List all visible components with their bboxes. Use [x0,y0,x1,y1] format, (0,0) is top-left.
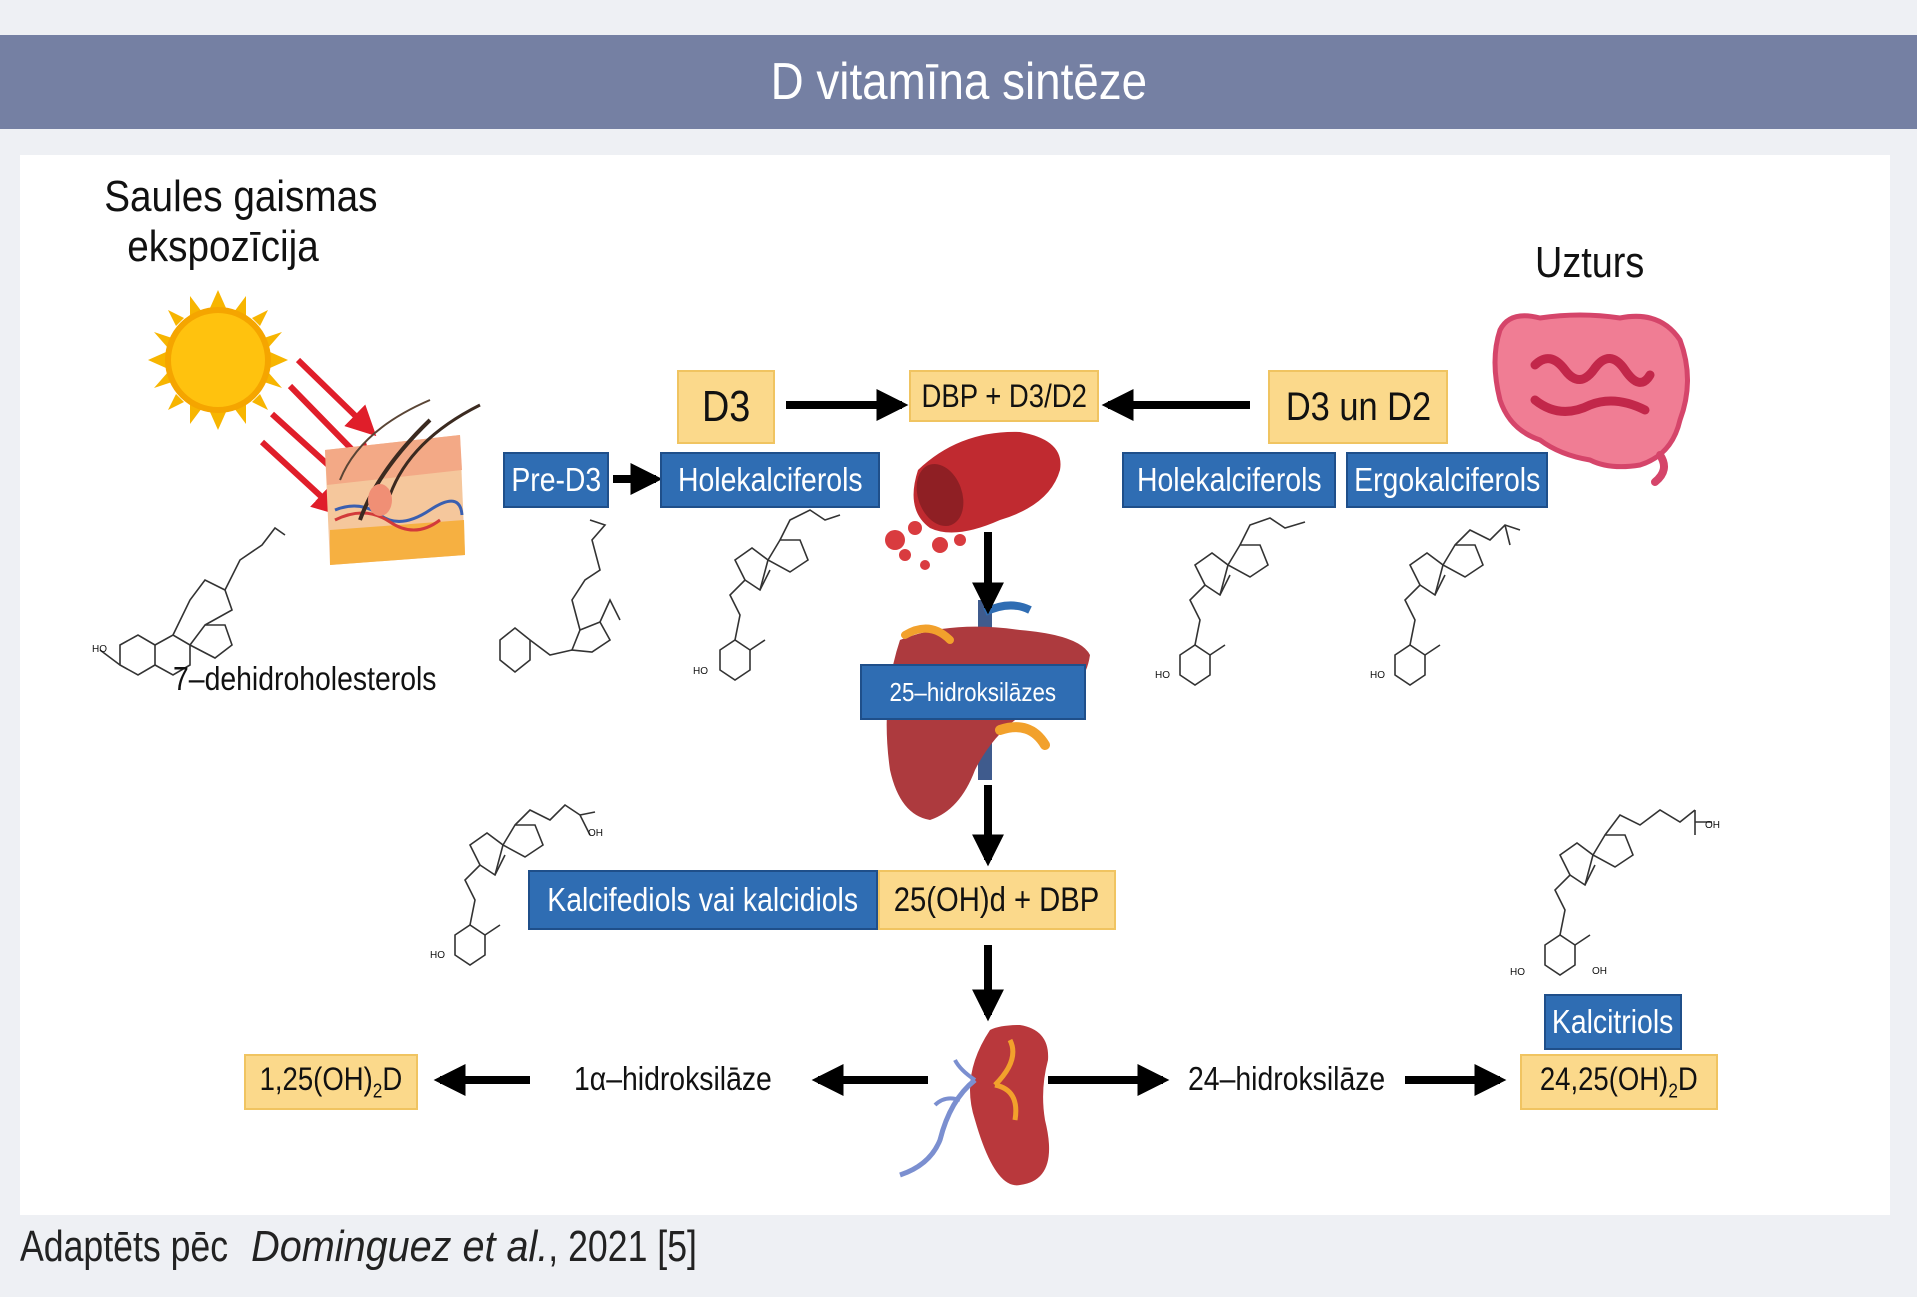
ho-label-4: HO [1370,670,1385,681]
product-1-25-oh2d: 1,25(OH)2D [244,1054,418,1110]
skin-icon [325,399,481,565]
diet-label: Uzturs [1535,238,1645,287]
flow-arrows [433,389,1507,1096]
molecule-ergocalciferol [1394,524,1521,686]
d3-box: D3 [677,370,775,444]
ho-label-5: HO [430,950,445,961]
dbp-d3-d2-box: DBP + D3/D2 [909,370,1099,422]
ho-label-2: HO [693,666,708,677]
sunlight-label-line1: Saules gaismas [104,172,378,221]
sun-icon [148,290,288,430]
kidney-icon [899,1025,1050,1186]
intestine-icon [1492,312,1690,486]
ergocalciferol-box: Ergokalciferols [1346,452,1548,508]
oh-label-2: OH [1705,820,1720,831]
cholecalciferol-box-right: Holekalciferols [1122,452,1336,508]
ho-label-6: HO [1510,967,1525,978]
oh-label-1: OH [588,828,603,839]
d3-un-d2-box: D3 un D2 [1268,370,1448,444]
sunlight-label-line2: ekspozīcija [127,222,319,271]
molecule-cholecalciferol-left [719,509,841,681]
source-caption: Adaptēts pēc Dominguez et al., 2021 [5] [20,1222,697,1271]
hydroxylases-25-box: 25–hidroksilāzes [860,664,1086,720]
calcifediol-box: Kalcifediols vai kalcidiols [528,870,878,930]
ho-label-1: HO [92,644,107,655]
molecule-calcitriol [1544,809,1712,976]
alpha-hydroxylase-label: 1α–hidroksilāze [574,1060,772,1097]
ho-label-3: HO [1155,670,1170,681]
title-bar: D vitamīna sintēze [0,35,1917,129]
dehydrocholesterol-label: 7–dehidroholesterols [173,660,437,697]
product-24-25-oh2d: 24,25(OH)2D [1520,1054,1718,1110]
molecule-calcifediol [454,803,596,966]
molecule-cholecalciferol-right [1179,517,1306,686]
cholecalciferol-box-left: Holekalciferols [660,452,880,508]
pre-d3-box: Pre-D3 [503,452,609,508]
hydroxylase-24-label: 24–hidroksilāze [1188,1060,1386,1097]
calcitriol-box: Kalcitriols [1544,994,1682,1050]
molecule-7-dehydrocholesterol [99,526,286,676]
molecule-pre-d3 [499,519,621,674]
sunlight-label: Saules gaismas ekspozīcija [88,172,378,272]
blood-vessel-icon [885,431,1061,570]
title: D vitamīna sintēze [770,53,1147,111]
oh-label-3: OH [1592,966,1607,977]
oh-d-dbp-box: 25(OH)d + DBP [878,870,1116,930]
